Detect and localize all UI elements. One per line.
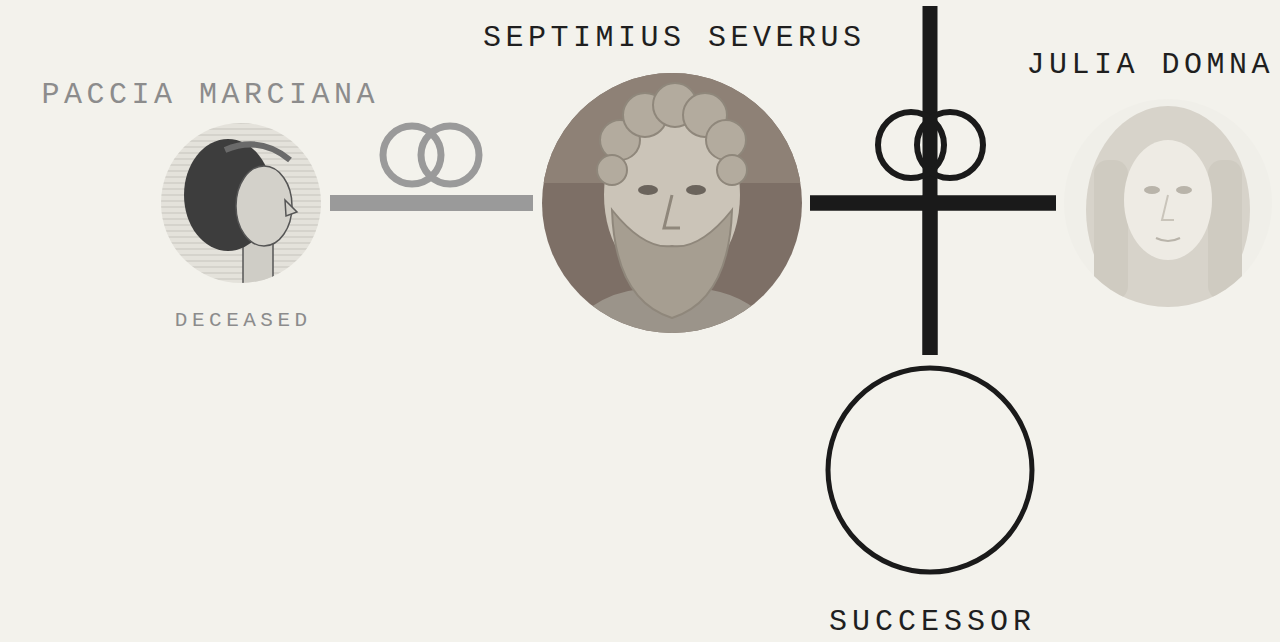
portrait-bust [1064,99,1272,314]
node-outline [542,73,802,333]
node-outline [825,365,1035,575]
portrait-engraving [161,123,321,295]
role-label: SUCCESSOR [829,607,1036,637]
person-name: JULIA DOMNA [1026,50,1274,80]
person-name: PACCIA MARCIANA [41,80,379,110]
marriage-rings [878,112,983,178]
portrait-bust [542,73,802,340]
marriage-rings [383,126,479,184]
person-name: SEPTIMIUS SEVERUS [483,23,866,53]
node-outline [1064,99,1272,307]
marriage-line [330,195,533,211]
portrait-circle: SEPTIMIUS SEVERUS [542,73,802,333]
node-outline [161,123,321,283]
status-label: DECEASED [175,310,312,331]
descent-line [810,203,930,355]
descent-line [930,203,1056,355]
empty-circle: SUCCESSOR [825,365,1035,575]
portrait-circle: PACCIA MARCIANADECEASED [161,123,321,283]
portrait-circle: JULIA DOMNA [1064,99,1272,307]
circle-outline [828,368,1032,572]
